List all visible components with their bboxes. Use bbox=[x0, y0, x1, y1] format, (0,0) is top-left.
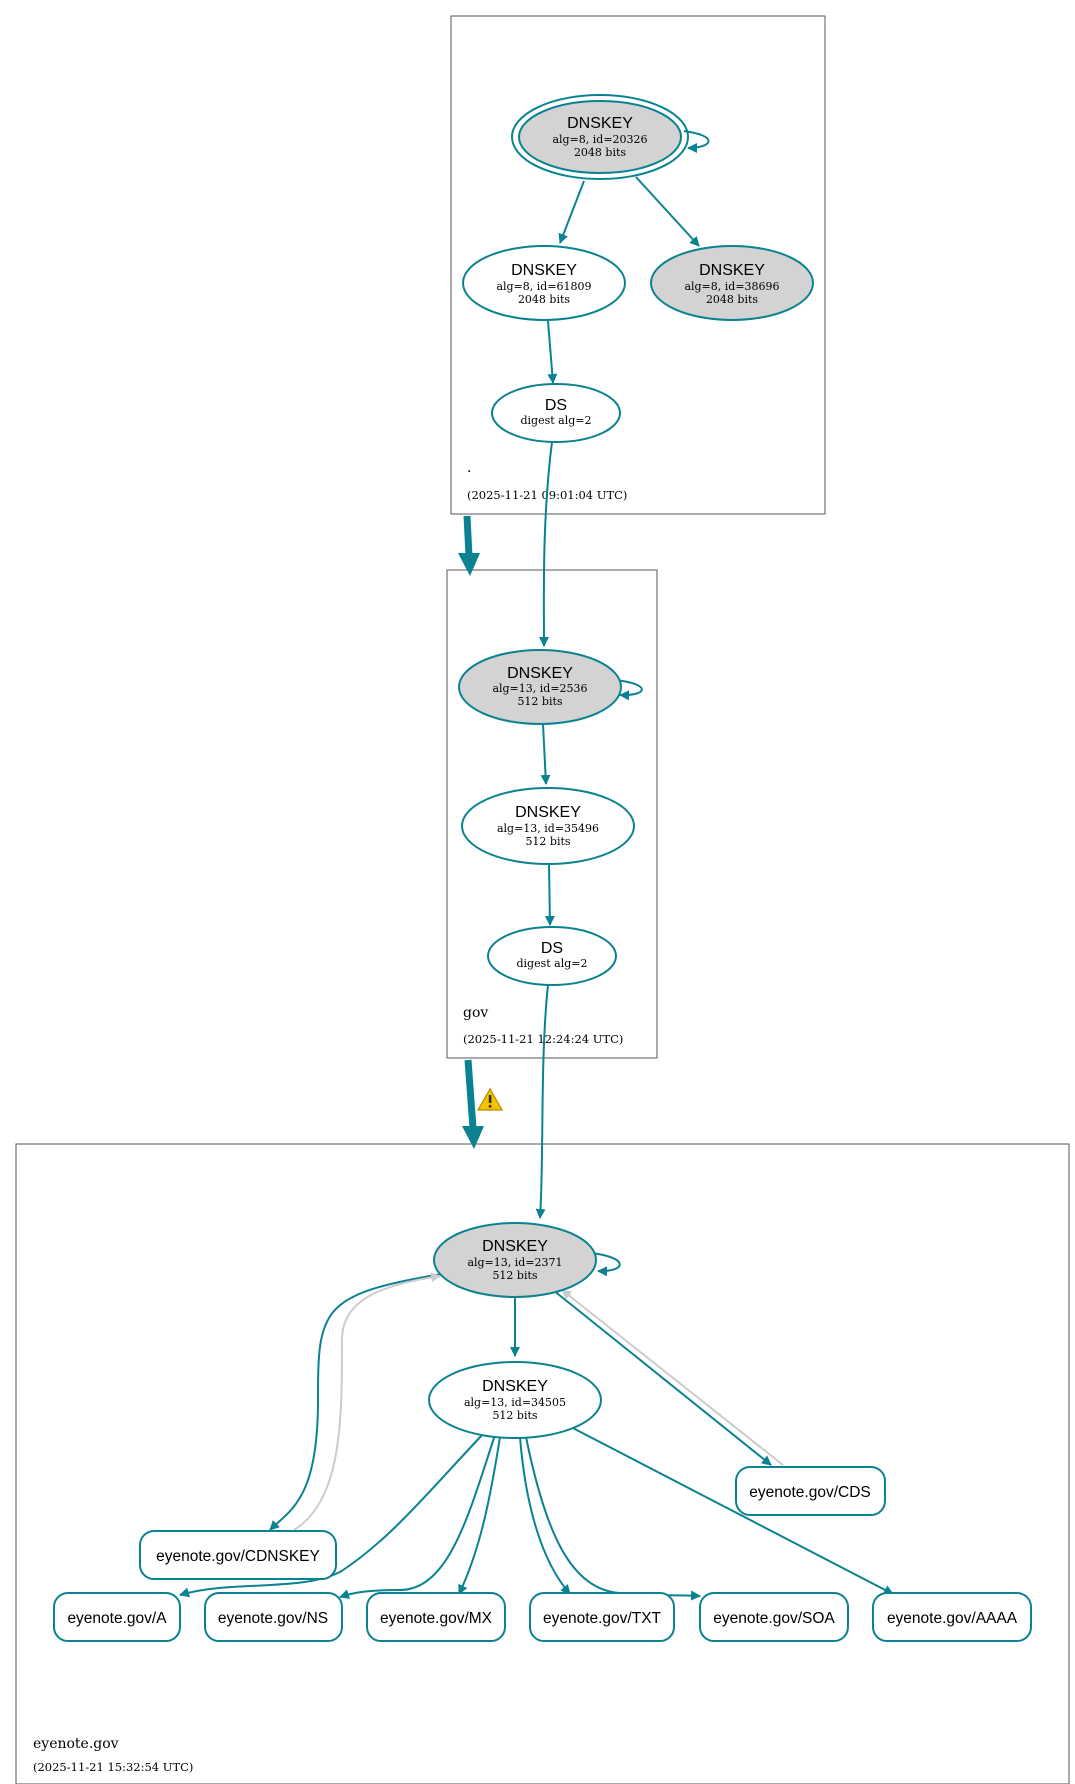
zone-gov-name: gov bbox=[463, 1005, 488, 1021]
edge-eye-zsk-aaaa bbox=[566, 1424, 894, 1595]
node-root-ksk-bits: 2048 bits bbox=[574, 146, 626, 159]
rrset-a[interactable]: eyenote.gov/A bbox=[53, 1592, 181, 1642]
zone-gov-timestamp: (2025-11-21 12:24:24 UTC) bbox=[463, 1032, 623, 1046]
node-root-ds-title: DS bbox=[545, 397, 567, 414]
rrset-cdnskey-label: eyenote.gov/CDNSKEY bbox=[156, 1548, 320, 1565]
delegation-arrowhead-gov-eyenote bbox=[462, 1126, 484, 1149]
node-eye-zsk-alg: alg=13, id=34505 bbox=[464, 1396, 566, 1409]
node-root-zsk2-bits: 2048 bits bbox=[706, 293, 758, 306]
edge-eye-ksk-cdnskey bbox=[269, 1273, 443, 1531]
node-eye-zsk-bits: 512 bits bbox=[492, 1409, 537, 1422]
edge-eye-zsk-soa bbox=[525, 1436, 701, 1601]
node-eye-ksk-bits: 512 bits bbox=[492, 1269, 537, 1282]
node-root-zsk2-alg: alg=8, id=38696 bbox=[684, 280, 779, 293]
node-gov-ds-digest: digest alg=2 bbox=[516, 957, 587, 970]
edge-root-ksk-zsk1 bbox=[558, 180, 585, 244]
node-eye-ksk[interactable]: DNSKEY alg=13, id=2371 512 bits bbox=[433, 1222, 597, 1298]
rrset-cds[interactable]: eyenote.gov/CDS bbox=[735, 1466, 886, 1516]
edge-root-ksk-zsk2 bbox=[635, 176, 700, 247]
node-gov-ksk-title: DNSKEY bbox=[507, 665, 573, 682]
node-root-zsk-38696[interactable]: DNSKEY alg=8, id=38696 2048 bits bbox=[650, 245, 814, 321]
node-gov-ksk-alg: alg=13, id=2536 bbox=[492, 682, 587, 695]
rrset-mx[interactable]: eyenote.gov/MX bbox=[366, 1592, 506, 1642]
zone-gov: gov (2025-11-21 12:24:24 UTC) bbox=[446, 569, 658, 1059]
node-root-ds-digest: digest alg=2 bbox=[520, 414, 591, 427]
zone-eyenote-timestamp: (2025-11-21 15:32:54 UTC) bbox=[33, 1760, 193, 1774]
edge-eye-zsk-txt bbox=[519, 1436, 571, 1595]
node-gov-ds-title: DS bbox=[541, 940, 563, 957]
node-eye-ksk-title: DNSKEY bbox=[482, 1238, 548, 1255]
node-root-zsk1-bits: 2048 bits bbox=[518, 293, 570, 306]
node-gov-zsk[interactable]: DNSKEY alg=13, id=35496 512 bits bbox=[461, 787, 635, 865]
warning-triangle-icon[interactable] bbox=[476, 1087, 504, 1111]
edge-gov-zsk-ds bbox=[544, 863, 555, 926]
edge-eye-ksk-self bbox=[591, 1252, 621, 1277]
zone-eyenote-name: eyenote.gov bbox=[33, 1736, 119, 1752]
node-root-ksk-title: DNSKEY bbox=[567, 115, 633, 132]
rrset-ns[interactable]: eyenote.gov/NS bbox=[204, 1592, 343, 1642]
node-eye-zsk-title: DNSKEY bbox=[482, 1378, 548, 1395]
node-root-zsk-61809[interactable]: DNSKEY alg=8, id=61809 2048 bits bbox=[462, 245, 626, 321]
delegation-arrowhead-root-gov bbox=[458, 553, 480, 576]
zone-root-name: . bbox=[467, 460, 471, 476]
rrset-txt[interactable]: eyenote.gov/TXT bbox=[529, 1592, 675, 1642]
edge-root-zsk1-ds bbox=[547, 320, 558, 384]
rrset-soa-label: eyenote.gov/SOA bbox=[713, 1610, 835, 1627]
edge-gov-ksk-self bbox=[614, 679, 643, 701]
node-gov-ksk[interactable]: DNSKEY alg=13, id=2536 512 bits bbox=[458, 649, 622, 725]
edge-eye-zsk-ns bbox=[339, 1434, 496, 1599]
node-root-ds[interactable]: DS digest alg=2 bbox=[491, 383, 621, 443]
edge-root-ds-gov-ksk bbox=[538, 441, 553, 647]
delegation-arrow-gov-eyenote bbox=[464, 1059, 477, 1129]
edge-eye-zsk-mx bbox=[458, 1436, 501, 1595]
rrset-a-label: eyenote.gov/A bbox=[67, 1610, 167, 1627]
node-gov-zsk-bits: 512 bits bbox=[525, 835, 570, 848]
zone-gov-box bbox=[446, 569, 658, 1059]
node-gov-zsk-alg: alg=13, id=35496 bbox=[497, 822, 599, 835]
rrset-cds-label: eyenote.gov/CDS bbox=[749, 1484, 871, 1501]
rrset-txt-label: eyenote.gov/TXT bbox=[543, 1610, 662, 1627]
zone-root-box bbox=[450, 15, 826, 515]
rrset-cdnskey[interactable]: eyenote.gov/CDNSKEY bbox=[139, 1530, 337, 1580]
edge-root-ksk-self bbox=[683, 130, 710, 153]
node-gov-zsk-title: DNSKEY bbox=[515, 804, 581, 821]
edge-eye-zsk-a bbox=[179, 1432, 485, 1598]
node-root-ksk[interactable]: DNSKEY alg=8, id=20326 2048 bits bbox=[511, 94, 689, 180]
node-gov-ksk-bits: 512 bits bbox=[517, 695, 562, 708]
rrset-mx-label: eyenote.gov/MX bbox=[380, 1610, 493, 1627]
rrset-aaaa-label: eyenote.gov/AAAA bbox=[887, 1610, 1018, 1627]
rrset-aaaa[interactable]: eyenote.gov/AAAA bbox=[872, 1592, 1032, 1642]
node-gov-ds[interactable]: DS digest alg=2 bbox=[487, 926, 617, 986]
node-root-zsk1-title: DNSKEY bbox=[511, 262, 577, 279]
node-eye-ksk-alg: alg=13, id=2371 bbox=[467, 1256, 562, 1269]
node-root-zsk1-alg: alg=8, id=61809 bbox=[496, 280, 591, 293]
rrset-soa[interactable]: eyenote.gov/SOA bbox=[699, 1592, 849, 1642]
edge-gov-ksk-zsk bbox=[540, 723, 551, 785]
edge-gov-ds-eye-ksk bbox=[535, 984, 549, 1219]
edge-cdnskey-eye-ksk bbox=[293, 1272, 441, 1531]
node-root-zsk2-title: DNSKEY bbox=[699, 262, 765, 279]
delegation-arrow-root-gov bbox=[463, 515, 473, 557]
edge-eye-ksk-cds bbox=[552, 1289, 772, 1466]
node-eye-zsk[interactable]: DNSKEY alg=13, id=34505 512 bits bbox=[428, 1361, 602, 1439]
node-root-ksk-alg: alg=8, id=20326 bbox=[552, 133, 647, 146]
edge-cds-eye-ksk bbox=[561, 1289, 784, 1466]
rrset-ns-label: eyenote.gov/NS bbox=[218, 1610, 328, 1627]
